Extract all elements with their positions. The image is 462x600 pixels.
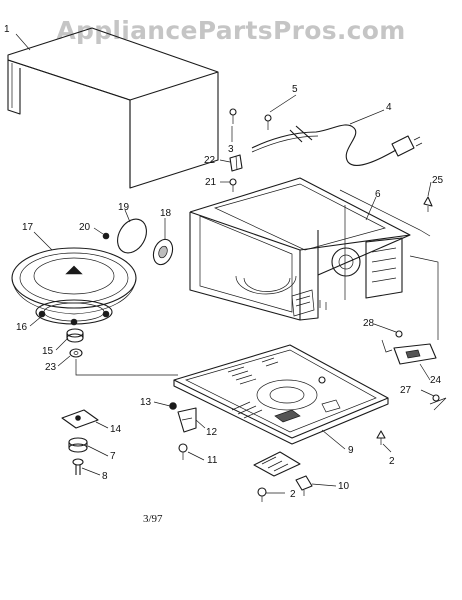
- callout-12: 12: [206, 427, 218, 438]
- foot-plate: [61, 409, 99, 429]
- roller-ring: [35, 299, 113, 326]
- callout-10: 10: [338, 481, 350, 492]
- callout-18: 18: [160, 208, 172, 219]
- callout-3: 3: [228, 144, 234, 155]
- screw-2-right: [376, 430, 386, 445]
- callout-28: 28: [363, 318, 375, 329]
- callout-23: 23: [45, 362, 57, 373]
- callout-21: 21: [205, 177, 217, 188]
- terminal-block: [393, 343, 437, 365]
- callout-25: 25: [432, 175, 444, 186]
- callout-14: 14: [110, 424, 122, 435]
- base-plate: [173, 344, 389, 445]
- screw-5: [264, 114, 272, 130]
- callout-4: 4: [386, 102, 392, 113]
- callout-5: 5: [292, 84, 298, 95]
- latch-28: [381, 330, 403, 353]
- callout-1: 1: [4, 24, 10, 35]
- turntable-tray: [11, 247, 137, 315]
- screw-13: [169, 402, 177, 410]
- callout-17: 17: [22, 222, 34, 233]
- callout-24: 24: [430, 375, 442, 386]
- foot: [68, 437, 88, 453]
- callouts: 1 2 2 3 4 5 6 7 8 9 10 11 12 13 14 15 16…: [4, 24, 444, 500]
- callout-20: 20: [79, 222, 91, 233]
- callout-13: 13: [140, 397, 152, 408]
- callout-27: 27: [400, 385, 412, 396]
- stirrer-coupler: [152, 238, 174, 266]
- callout-9: 9: [348, 445, 354, 456]
- screw-2-lower: [257, 487, 267, 502]
- screw-3: [229, 108, 237, 124]
- callout-19: 19: [118, 202, 130, 213]
- callout-8: 8: [102, 471, 108, 482]
- coupling: [66, 328, 84, 343]
- leader-lines: [15, 33, 435, 494]
- washer-23: [69, 348, 83, 358]
- screw-20: [102, 232, 110, 240]
- foot-disk: [253, 451, 313, 496]
- callout-15: 15: [42, 346, 54, 357]
- callout-16: 16: [16, 322, 28, 333]
- cavity-chassis: [189, 177, 431, 321]
- callout-22: 22: [204, 155, 216, 166]
- cover-disk: [117, 218, 147, 254]
- screw-25: [423, 196, 433, 212]
- callout-2: 2: [290, 489, 296, 500]
- callout-11: 11: [207, 455, 218, 466]
- screw-11: [178, 443, 188, 460]
- callout-6: 6: [375, 189, 381, 200]
- date-code: 3/97: [143, 513, 163, 525]
- fuse-holder: [229, 154, 243, 192]
- screw-27: [429, 394, 447, 411]
- callout-2: 2: [389, 456, 395, 467]
- power-cord: [251, 124, 423, 167]
- callout-7: 7: [110, 451, 116, 462]
- bracket: [177, 407, 197, 433]
- outer-cabinet: [7, 27, 219, 189]
- watermark: AppliancePartsPros.com: [56, 16, 406, 45]
- screw-8: [72, 458, 84, 475]
